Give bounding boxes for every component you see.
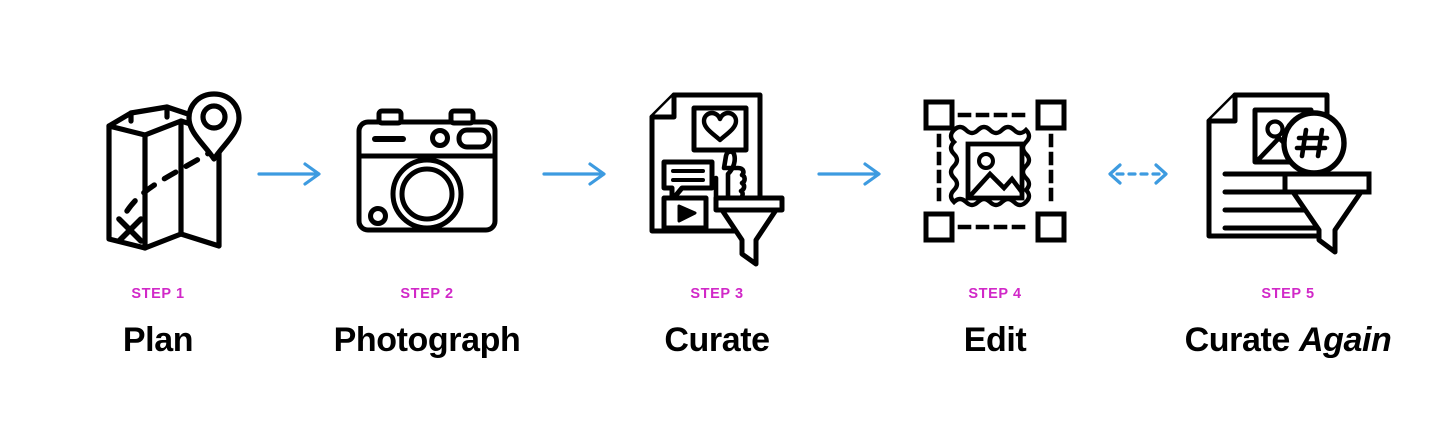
step-card-3: STEP 3 Curate bbox=[607, 0, 827, 444]
step-kicker: STEP 1 bbox=[131, 286, 185, 302]
content-funnel-icon bbox=[607, 88, 827, 267]
step-title-main: Curate bbox=[1184, 321, 1299, 359]
step-title: Curate bbox=[664, 321, 770, 359]
step-title: Edit bbox=[963, 321, 1027, 359]
arrow-step2-step3 bbox=[532, 157, 624, 191]
step-kicker: STEP 5 bbox=[1261, 286, 1315, 302]
step-title: Plan bbox=[122, 321, 194, 359]
step-card-5: STEP 5 Curate Again bbox=[1178, 0, 1398, 444]
crop-photo-icon bbox=[885, 88, 1105, 253]
arrow-step4-step5 bbox=[1092, 157, 1184, 191]
step-kicker: STEP 3 bbox=[690, 286, 744, 302]
step-card-1: STEP 1 Plan bbox=[48, 0, 268, 444]
location-pin-icon bbox=[186, 90, 242, 162]
step-kicker: STEP 4 bbox=[968, 286, 1022, 302]
arrow-step1-step2 bbox=[247, 157, 339, 191]
step-kicker: STEP 2 bbox=[400, 286, 454, 302]
hashtag-document-funnel-icon bbox=[1178, 88, 1398, 255]
folded-map-icon bbox=[48, 88, 268, 253]
camera-icon bbox=[317, 88, 537, 253]
step-card-2: STEP 2 Photograph bbox=[317, 0, 537, 444]
arrow-step3-step4 bbox=[807, 157, 899, 191]
step-title: Curate Again bbox=[1178, 320, 1398, 360]
step-title: Photograph bbox=[333, 321, 521, 359]
step-card-4: STEP 4 Edit bbox=[885, 0, 1105, 444]
step-title-emphasis: Again bbox=[1298, 321, 1392, 359]
